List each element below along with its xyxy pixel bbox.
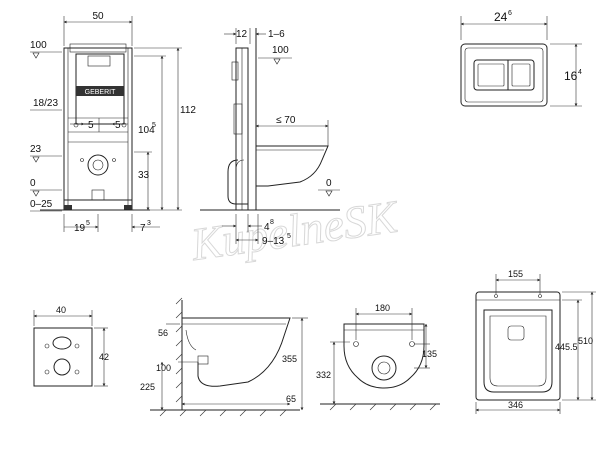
side-level-100: 100 (272, 45, 289, 56)
offset-5-left: 5 (88, 120, 94, 131)
side-dim-1-6: 1–6 (268, 29, 285, 40)
bowl-outlet-top (507, 325, 525, 341)
bowl-front-135: 135 (422, 349, 437, 359)
dim-height-104-sup: 5 (152, 122, 156, 129)
frame-front-view: GEBERIT 50 100 18/23 23 0 (30, 11, 196, 234)
side-dim-9-13: 9–13 (262, 236, 285, 247)
range-18-23-label: 18/23 (33, 98, 58, 109)
plate-width: 24 (494, 10, 508, 24)
bowl-top-445: 445.5 (555, 342, 578, 352)
dim-bottom-7: 7 (140, 223, 146, 234)
wall-plate-outline (33, 327, 93, 387)
bowl-side-65: 65 (286, 394, 296, 404)
bowl-side-225: 225 (140, 382, 155, 392)
dim-height-33: 33 (138, 170, 150, 181)
side-dim-4-sup: 8 (270, 219, 274, 226)
wall-plate-width: 40 (56, 305, 66, 315)
side-dim-projection: ≤ 70 (276, 115, 296, 126)
brand-badge-text: GEBERIT (85, 89, 116, 96)
brand-badge (76, 86, 124, 96)
bowl-front-view: 180 135 332 (316, 303, 440, 411)
button-pair (473, 59, 535, 91)
wall-connection-plate: 40 42 (33, 305, 109, 387)
bowl-front-outline (343, 323, 425, 389)
wall-plate-height: 42 (99, 352, 109, 362)
bowl-side-355: 355 (282, 354, 297, 364)
side-dim-12: 12 (236, 29, 248, 40)
button-plate-outline (460, 43, 548, 107)
watermark-text: KupelneSK (187, 190, 402, 270)
bowl-front-332: 332 (316, 370, 331, 380)
dim-bottom-19: 19 (74, 223, 86, 234)
flush-button-plate: 24 6 16 4 (460, 10, 582, 107)
level-23-label: 23 (30, 144, 42, 155)
button-full-flush (511, 63, 531, 87)
plate-height: 16 (564, 69, 578, 83)
bowl-side-profile (256, 145, 329, 187)
button-small-flush (477, 63, 505, 87)
offset-5-right: 5 (115, 120, 121, 131)
bowl-side-100: 100 (156, 363, 171, 373)
bowl-side-view: 56 100 225 355 65 (140, 297, 308, 417)
frame-outline (63, 47, 133, 211)
side-section-view: 12 1–6 100 ≤ 70 0 4 8 9–13 5 (200, 28, 340, 247)
level-0-label: 0 (30, 178, 36, 189)
bowl-front-180: 180 (375, 303, 390, 313)
dim-frame-width: 50 (92, 11, 104, 22)
plate-width-sup: 6 (508, 10, 512, 17)
dim-height-112: 112 (180, 105, 196, 116)
bowl-side-outline (182, 317, 291, 387)
dim-bottom-7-sup: 3 (147, 220, 151, 227)
level-100-label: 100 (30, 40, 47, 51)
dim-bottom-19-sup: 5 (86, 220, 90, 227)
side-dim-4: 4 (264, 222, 270, 233)
bowl-top-510: 510 (578, 336, 593, 346)
range-0-25-label: 0–25 (30, 199, 53, 210)
side-dim-9-13-sup: 5 (287, 233, 291, 240)
dim-height-104: 104 (138, 125, 155, 136)
side-level-0: 0 (326, 178, 332, 189)
bowl-top-outline (475, 291, 561, 401)
bowl-side-56: 56 (158, 328, 168, 338)
bowl-top-346: 346 (508, 400, 523, 410)
bowl-top-view: 155 445.5 510 346 (475, 269, 596, 414)
bowl-top-155: 155 (508, 269, 523, 279)
outlet-circle (87, 154, 109, 176)
plate-height-sup: 4 (578, 69, 582, 76)
